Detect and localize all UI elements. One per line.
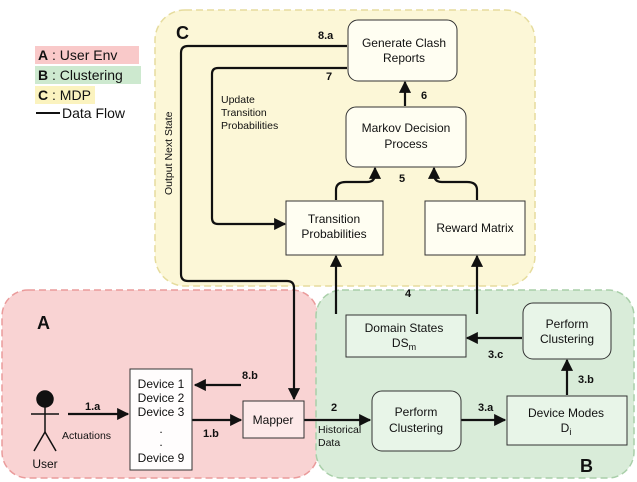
node-markov-decision-process: Markov Decision Process bbox=[345, 106, 467, 168]
user-label: User bbox=[32, 457, 57, 471]
node-label: Reward Matrix bbox=[436, 221, 513, 235]
node-reward-matrix: Reward Matrix bbox=[424, 200, 526, 256]
legend-data-flow-label: Data Flow bbox=[62, 105, 126, 121]
legend-swatch-c bbox=[35, 86, 95, 104]
node-label: Probabilities bbox=[301, 227, 366, 241]
node-transition-probabilities: Transition Probabilities bbox=[285, 200, 384, 256]
device-item: Device 9 bbox=[138, 451, 185, 465]
legend-swatch-b bbox=[35, 66, 141, 84]
edge-label-5: 5 bbox=[399, 173, 405, 185]
edge-label-actuations: Actuations bbox=[62, 430, 111, 442]
node-label: Clustering bbox=[389, 421, 443, 435]
edge-label-2: 2 bbox=[331, 402, 337, 414]
edge-5-transition-to-mdp bbox=[334, 166, 382, 200]
node-label: Mapper bbox=[253, 413, 294, 427]
legend-item-a: A : User Env bbox=[38, 47, 117, 63]
device-item: . bbox=[159, 435, 162, 449]
edge-label-7: 7 bbox=[326, 71, 332, 83]
edge-label-update-transition: Transition bbox=[221, 107, 267, 119]
edge-label-1a: 1.a bbox=[85, 401, 101, 413]
legend: A : User Env B : Clustering C : MDP Data… bbox=[35, 46, 141, 121]
edge-label-update-transition: Probabilities bbox=[221, 120, 278, 132]
connectors bbox=[68, 44, 574, 427]
node-devices: Device 1 Device 2 Device 3 . . Device 9 bbox=[129, 368, 193, 471]
device-item: Device 3 bbox=[138, 405, 185, 419]
edge-label-3a: 3.a bbox=[478, 402, 494, 414]
device-item: . bbox=[159, 422, 162, 436]
edge-label-output-next-state: Output Next State bbox=[163, 111, 175, 195]
node-label: Perform bbox=[395, 405, 438, 419]
node-device-modes: Device Modes Di bbox=[506, 395, 628, 446]
edge-label-8b: 8.b bbox=[242, 370, 258, 382]
node-label: Transition bbox=[308, 212, 360, 226]
region-a-label: A bbox=[37, 313, 50, 333]
legend-item-b: B : Clustering bbox=[38, 67, 123, 83]
edge-label-3b: 3.b bbox=[578, 374, 594, 386]
edge-8a-output-next-state bbox=[179, 44, 347, 401]
edge-label-3c: 3.c bbox=[488, 349, 503, 361]
legend-swatch-a bbox=[35, 46, 139, 64]
node-perform-clustering-top: Perform Clustering bbox=[522, 302, 612, 360]
node-label: Reports bbox=[383, 51, 425, 65]
node-label: Domain States bbox=[365, 321, 444, 335]
user-figure-icon bbox=[31, 390, 59, 452]
region-b-label: B bbox=[580, 456, 593, 476]
node-label: DSm bbox=[392, 336, 416, 352]
edge-label-update-transition: Update bbox=[221, 94, 255, 106]
edge-label-historical-data: Historical bbox=[318, 424, 361, 436]
node-label: Markov Decision bbox=[362, 121, 451, 135]
node-generate-clash-reports: Generate Clash Reports bbox=[347, 19, 458, 82]
edge-7-update-transition bbox=[210, 66, 347, 231]
node-label: Perform bbox=[546, 317, 589, 331]
edge-label-4: 4 bbox=[405, 288, 412, 300]
edge-5-reward-to-mdp bbox=[427, 166, 479, 200]
node-perform-clustering-bottom: Perform Clustering bbox=[371, 390, 462, 452]
device-item: Device 1 bbox=[138, 377, 185, 391]
edge-label-6: 6 bbox=[421, 90, 427, 102]
edge-label-historical-data: Data bbox=[318, 437, 340, 449]
edge-label-1b: 1.b bbox=[203, 428, 219, 440]
legend-item-c: C : MDP bbox=[38, 87, 91, 103]
node-label: Process bbox=[384, 137, 427, 151]
edge-label-8a: 8.a bbox=[318, 30, 334, 42]
node-label: Clustering bbox=[540, 332, 594, 346]
node-label: Di bbox=[561, 421, 572, 437]
region-c-label: C bbox=[176, 23, 189, 43]
node-domain-states: Domain States DSm bbox=[345, 314, 467, 358]
node-label: Device Modes bbox=[528, 406, 604, 420]
node-label: Generate Clash bbox=[362, 36, 446, 50]
node-mapper: Mapper bbox=[242, 400, 305, 439]
device-item: Device 2 bbox=[138, 391, 185, 405]
